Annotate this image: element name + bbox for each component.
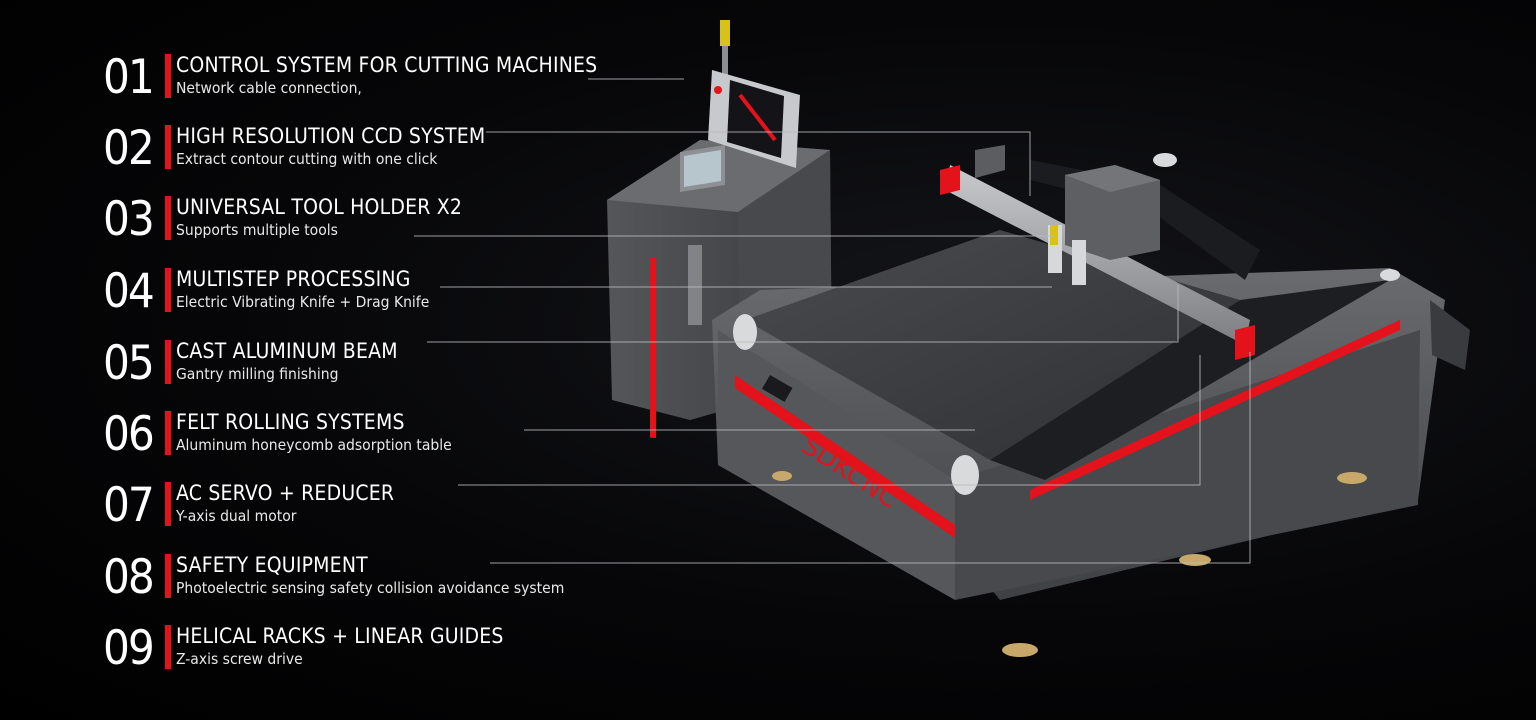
red-accent-bar — [165, 125, 171, 169]
feature-number: 09 — [103, 621, 155, 676]
leader-line-08 — [490, 352, 1251, 564]
feature-subtitle: Gantry milling finishing — [176, 365, 339, 383]
feature-subtitle: Aluminum honeycomb adsorption table — [176, 436, 452, 454]
gantry-beam — [940, 145, 1260, 360]
red-accent-bar — [165, 196, 171, 240]
feature-subtitle: Y-axis dual motor — [176, 507, 297, 525]
feature-subtitle: Electric Vibrating Knife + Drag Knife — [176, 293, 430, 311]
leader-line-05 — [427, 285, 1179, 343]
feature-title: HELICAL RACKS + LINEAR GUIDES — [176, 624, 504, 648]
feature-subtitle: Extract contour cutting with one click — [176, 150, 438, 168]
cutting-table: SDKCNC — [712, 153, 1470, 657]
feature-title: CAST ALUMINUM BEAM — [176, 339, 398, 363]
feature-number: 01 — [103, 50, 155, 105]
feature-subtitle: Network cable connection, — [176, 79, 362, 97]
feature-subtitle: Supports multiple tools — [176, 221, 338, 239]
feature-title: FELT ROLLING SYSTEMS — [176, 410, 405, 434]
feature-number: 07 — [103, 478, 155, 533]
monitor — [708, 20, 800, 168]
leader-line-07 — [458, 355, 1201, 486]
red-accent-bar — [165, 411, 171, 455]
red-accent-bar — [165, 54, 171, 98]
feature-number: 03 — [103, 192, 155, 247]
feature-number: 02 — [103, 121, 155, 176]
feature-number: 05 — [103, 336, 155, 391]
red-accent-bar — [165, 268, 171, 312]
feature-number: 08 — [103, 550, 155, 605]
feature-number: 06 — [103, 407, 155, 462]
red-accent-bar — [165, 482, 171, 526]
feature-title: MULTISTEP PROCESSING — [176, 267, 411, 291]
feature-title: CONTROL SYSTEM FOR CUTTING MACHINES — [176, 53, 598, 77]
feature-number: 04 — [103, 264, 155, 319]
red-accent-bar — [165, 625, 171, 669]
feature-subtitle: Photoelectric sensing safety collision a… — [176, 579, 565, 597]
feature-title: AC SERVO + REDUCER — [176, 481, 395, 505]
red-accent-bar — [165, 340, 171, 384]
feature-title: SAFETY EQUIPMENT — [176, 553, 368, 577]
leader-line-02 — [486, 131, 1031, 196]
feature-title: HIGH RESOLUTION CCD SYSTEM — [176, 124, 486, 148]
feature-subtitle: Z-axis screw drive — [176, 650, 303, 668]
red-accent-bar — [165, 554, 171, 598]
model-badge — [762, 374, 793, 402]
feature-title: UNIVERSAL TOOL HOLDER X2 — [176, 195, 463, 219]
